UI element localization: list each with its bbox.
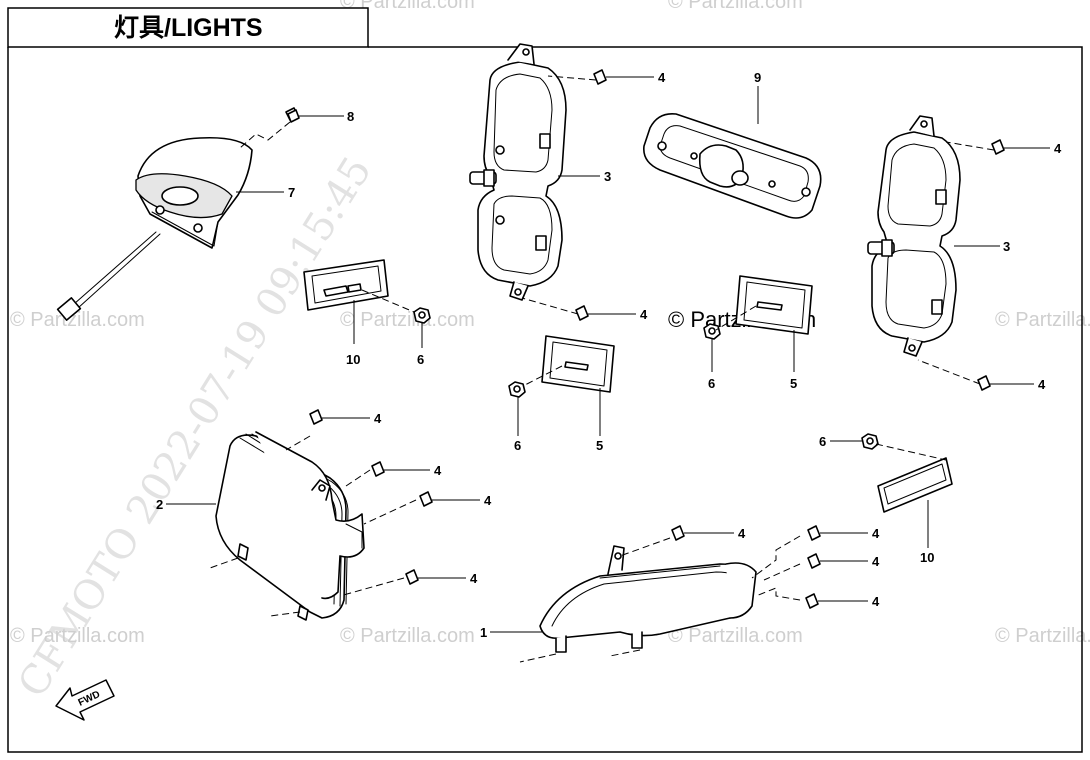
callout-4-e: 4: [374, 411, 382, 426]
callout-4-right-top: 4: [1054, 141, 1062, 156]
callout-4-top: 4: [658, 70, 666, 85]
part-2-headlamp-left: [209, 431, 417, 621]
callout-5-a: 5: [596, 438, 603, 453]
part-4-screw-j: [807, 525, 821, 541]
watermark-right-mid: © Partzilla.com: [995, 309, 1090, 331]
part-4-screw-b: [521, 297, 589, 321]
callout-6-a: 6: [417, 352, 424, 367]
part-4-screw-h: [405, 569, 419, 585]
part-10-reflector-left: [303, 259, 415, 313]
callout-10-right: 10: [920, 550, 934, 565]
part-5-reflector-a: [522, 335, 615, 393]
part-4-screw-g: [419, 491, 433, 507]
part-8-screw: [239, 107, 300, 149]
watermark-left-bottom: © Partzilla.com: [10, 625, 145, 647]
part-4-screw-i: [671, 525, 685, 541]
watermark-top-right: © Partzilla.com: [668, 0, 803, 13]
callout-4-k: 4: [872, 554, 880, 569]
watermark-right-center-bottom: © Partzilla.com: [668, 625, 803, 647]
watermark-center-mid: © Partzilla.com: [340, 309, 475, 331]
part-3-tail-lamp-left: [469, 43, 567, 301]
callout-4-j: 4: [872, 526, 880, 541]
part-6-nut-d: [861, 433, 879, 450]
part-4-screw-a: [547, 69, 607, 85]
part-4-screw-d: [917, 359, 991, 391]
watermark-right-bottom: © Partzilla.com: [995, 625, 1090, 647]
callout-6-d: 6: [819, 434, 826, 449]
part-3-tail-lamp-right: [867, 115, 961, 357]
callout-3-left: 3: [604, 169, 611, 184]
title-frame: [7, 7, 369, 48]
part-4-screw-l: [805, 593, 819, 609]
watermark-left-mid: © Partzilla.com: [10, 309, 145, 331]
part-5-reflector-b: [715, 275, 813, 335]
callout-4-f: 4: [434, 463, 442, 478]
callout-4-mid: 4: [640, 307, 648, 322]
callout-6-b: 6: [514, 438, 521, 453]
callout-4-l: 4: [872, 594, 880, 609]
callout-3-right: 3: [1003, 239, 1010, 254]
watermark-center-bottom: © Partzilla.com: [340, 625, 475, 647]
page-border: [7, 46, 1083, 753]
part-6-nut-a: [413, 307, 431, 324]
part-4-screw-c: [945, 139, 1005, 155]
part-4-screw-f: [371, 461, 385, 477]
callout-4-g: 4: [484, 493, 492, 508]
part-4-screw-e: [309, 409, 323, 425]
part-1-headlamp-right: [519, 535, 801, 663]
watermark-top-center: © Partzilla.com: [340, 0, 475, 13]
callout-8: 8: [347, 109, 354, 124]
callout-2: 2: [156, 497, 163, 512]
part-6-nut-b: [508, 381, 526, 398]
part-10-reflector-right: [875, 443, 953, 513]
part-7-license-lamp: [56, 136, 253, 321]
callout-labels: 4 8 7 3 9 4 3 4 10 6 6 5 4 6 5 6 4 4 4 2…: [156, 70, 1062, 640]
forward-arrow-icon: FWD: [55, 679, 115, 721]
watermark-tiles: © Partzilla.com © Partzilla.com © Partzi…: [10, 0, 1090, 647]
part-6-nut-c: [703, 323, 721, 340]
callout-4-h: 4: [470, 571, 478, 586]
callout-4-right-mid: 4: [1038, 377, 1046, 392]
title-box: 灯具/LIGHTS: [7, 7, 369, 48]
callout-9: 9: [754, 70, 761, 85]
callout-6-c: 6: [708, 376, 715, 391]
callout-5-b: 5: [790, 376, 797, 391]
callout-4-i: 4: [738, 526, 746, 541]
callout-10-left: 10: [346, 352, 360, 367]
page-title: 灯具/LIGHTS: [114, 14, 263, 42]
leader-lines: [166, 76, 1050, 633]
callout-7: 7: [288, 185, 295, 200]
part-4-screw-k: [807, 553, 821, 569]
callout-1: 1: [480, 625, 487, 640]
part-9-light-bar: [643, 112, 822, 219]
